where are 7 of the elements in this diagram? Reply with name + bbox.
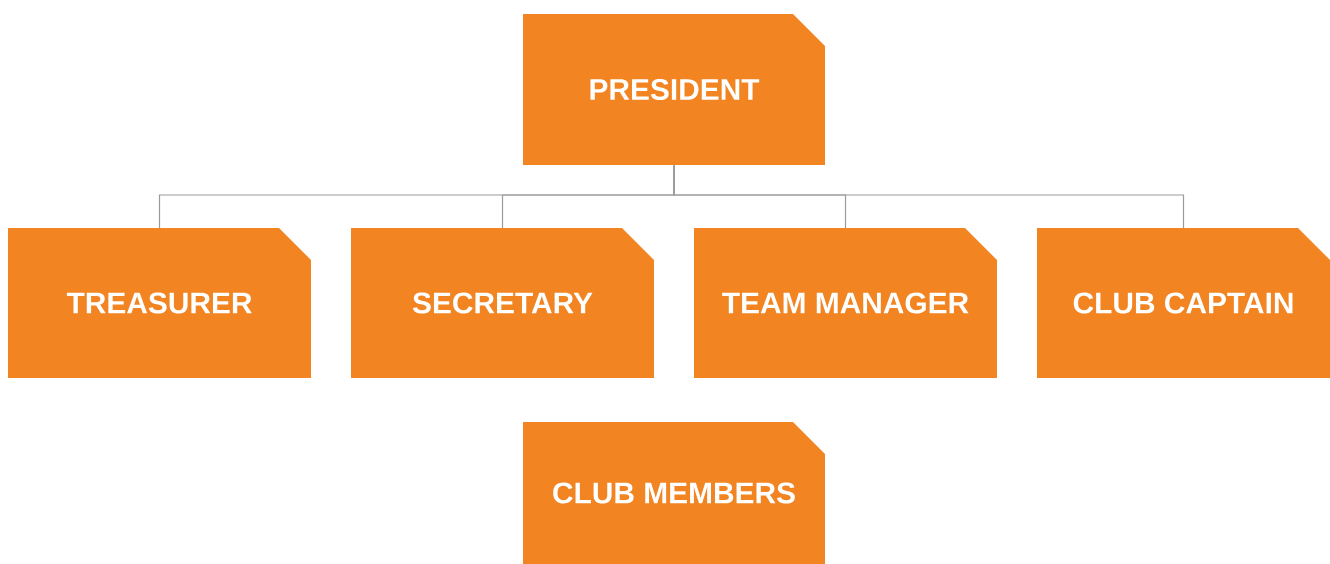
role-box: TEAM MANAGER — [694, 228, 997, 378]
role-box: PRESIDENT — [523, 14, 825, 165]
connector-line — [673, 164, 1185, 229]
role-box: CLUB MEMBERS — [523, 422, 825, 564]
role-box: SECRETARY — [351, 228, 654, 378]
role-box: CLUB CAPTAIN — [1037, 228, 1330, 378]
role-box: TREASURER — [8, 228, 311, 378]
